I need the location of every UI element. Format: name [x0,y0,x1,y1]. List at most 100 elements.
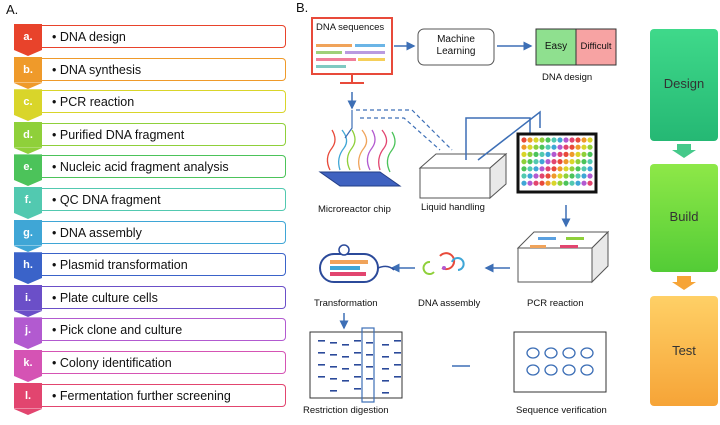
step-chevron [14,343,42,350]
plate-well [587,159,593,165]
bullet-icon: • [52,225,60,240]
step-letter: k. [23,357,33,369]
step-box: • Purified DNA fragment [42,122,286,146]
step-chevron [14,50,42,56]
difficult-label: Difficult [580,41,612,52]
step-row: f. • QC DNA fragment [14,187,286,219]
pcr-reaction-label: PCR reaction [527,298,584,309]
gel-band [342,356,349,358]
gel-band [318,364,325,366]
gel-band [366,366,373,368]
plate-well [581,137,587,143]
step-text: • DNA synthesis [52,63,141,77]
build-label: Build [669,209,699,224]
plate-well [539,151,545,157]
step-letter: d. [23,128,33,141]
plate-well [539,173,545,179]
transformation-cell [319,244,395,283]
test-stage [650,296,718,406]
gel-band [354,352,361,354]
step-chevron [14,278,42,285]
step-row: k.• Colony identification [14,350,286,382]
step-row: j.• Pick clone and culture [14,317,286,350]
step-letter: i. [24,291,32,304]
step-letter: a. [23,31,33,43]
step-label: Fermentation further screening [59,388,231,403]
design-label: Design [663,76,705,91]
plate-well [527,173,533,179]
plate-well [545,144,551,150]
plate-well [587,173,593,179]
plate-well [533,166,539,172]
liquid-handling-label: Liquid handling [421,202,485,213]
panel-a-label: A. [6,2,19,17]
sequence-well [580,364,594,376]
step-row: e.• Nucleic acid fragment analysis [14,154,286,187]
pcr-machine [516,230,610,284]
plate-well [539,144,545,150]
step-row: c.• PCR reaction [14,89,286,122]
plate-well [563,180,569,186]
step-chevron [14,376,42,382]
step-letter-tab: c. [14,89,42,116]
sequence-verification-plate [513,331,607,393]
step-label: DNA synthesis [59,62,142,77]
step-letter-tab: b. [14,56,42,83]
plate-well [521,151,527,157]
microreactor-chip [318,110,402,187]
step-box: • Fermentation further screening [42,383,286,407]
bullet-icon: • [52,62,60,77]
plate-well [557,151,563,157]
step-text: • Purified DNA fragment [52,128,184,142]
sequence-well [562,347,576,359]
step-chevron [14,147,42,154]
step-row: h.• Plasmid transformation [14,252,286,285]
step-label: DNA assembly [59,225,142,240]
step-text: • QC DNA fragment [52,193,161,207]
step-text: • Nucleic acid fragment analysis [52,160,229,174]
machine-learning-label: Machine Learning [436,34,476,57]
plate-well [527,180,533,186]
plate-well [551,166,557,172]
gel-band [382,356,389,358]
plate-well [551,144,557,150]
plate-well [569,166,575,172]
plate-well [539,159,545,165]
plate-well [563,166,569,172]
step-chevron [14,82,42,89]
step-box: • Plate culture cells [42,285,286,309]
plate-well [587,144,593,150]
plate-well [545,151,551,157]
sequence-verification-label: Sequence verification [516,405,607,416]
plate-well [533,137,539,143]
plate-well [569,151,575,157]
gel-band [366,342,373,344]
dna-sequences-monitor [311,17,393,84]
plate-well [551,137,557,143]
step-text: • Fermentation further screening [52,389,231,403]
step-chevron [14,408,42,415]
step-row: l.• Fermentation further screening [14,382,286,415]
plate-well [575,159,581,165]
plate-well [563,173,569,179]
gel-band [330,378,337,380]
step-label: Purified DNA fragment [59,127,185,142]
plate-well [587,137,593,143]
plate-well [569,180,575,186]
step-letter: j. [24,324,32,337]
plate-well [563,144,569,150]
plate-well [545,137,551,143]
plate-well [557,173,563,179]
step-label: Nucleic acid fragment analysis [59,160,229,175]
plate-well [563,151,569,157]
sequence-well [526,347,540,359]
plate-well [581,173,587,179]
step-letter-tab: f. [14,187,42,213]
plate-well [545,159,551,165]
step-box: • Nucleic acid fragment analysis [42,155,286,179]
plate-well [557,180,563,186]
step-text: • DNA assembly [52,226,142,240]
step-letter: h. [23,259,33,272]
step-label: Plasmid transformation [59,258,188,273]
